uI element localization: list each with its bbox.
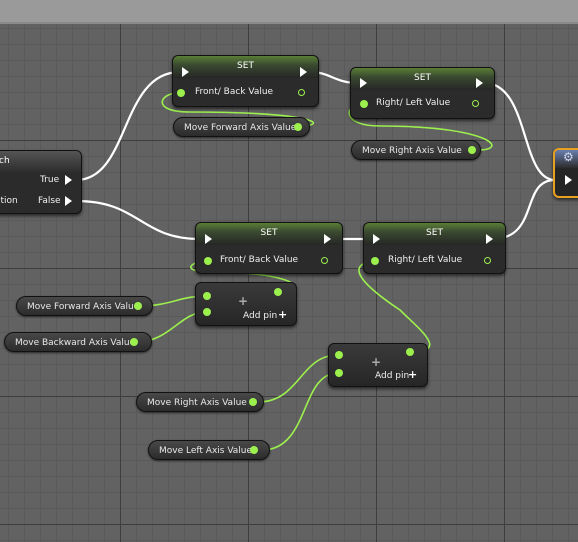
- var-move-left-axis[interactable]: Move Left Axis Value: [148, 440, 270, 460]
- set-node-title: SET: [173, 56, 318, 78]
- selected-output-node[interactable]: ⚙: [553, 148, 578, 198]
- var-move-forward-axis-2[interactable]: Move Forward Axis Value: [16, 296, 153, 316]
- set-node-right-left-1[interactable]: SET: [350, 67, 495, 119]
- set-node-right-left-2[interactable]: SET: [363, 222, 506, 274]
- add1-add-pin-icon[interactable]: +: [278, 308, 288, 321]
- var-move-forward-out-pin[interactable]: [294, 123, 302, 131]
- add1-input-a-pin[interactable]: [203, 292, 211, 300]
- var-move-backward-axis[interactable]: Move Backward Axis Value: [4, 332, 152, 352]
- set1-exec-out-pin[interactable]: [300, 67, 307, 77]
- exec-wire-true-to-set1: [75, 70, 181, 182]
- add2-input-b-pin[interactable]: [335, 369, 343, 377]
- output-exec-in-pin[interactable]: [565, 175, 572, 185]
- var-label: Move Left Axis Value: [159, 446, 253, 456]
- set3-exec-out-pin[interactable]: [324, 234, 331, 244]
- add2-add-pin-icon[interactable]: +: [408, 368, 418, 381]
- set1-exec-in-pin[interactable]: [182, 67, 189, 77]
- add1-plus-icon: +: [238, 294, 249, 308]
- add2-output-pin[interactable]: [406, 348, 414, 356]
- branch-title: ch: [0, 151, 81, 173]
- var-move-forward-axis-1[interactable]: Move Forward Axis Value: [173, 117, 310, 137]
- set3-exec-in-pin[interactable]: [205, 234, 212, 244]
- set2-value-label: Right/ Left Value: [376, 98, 451, 108]
- var-move-right-out-pin[interactable]: [468, 146, 476, 154]
- add1-add-pin-label: Add pin: [243, 311, 278, 321]
- data-wire-move-right-to-set2: [348, 103, 493, 151]
- add2-add-pin-label: Add pin: [375, 371, 410, 381]
- var-move-right-axis-1[interactable]: Move Right Axis Value: [351, 140, 481, 160]
- data-wire-left-to-add2: [261, 372, 339, 451]
- branch-false-label: False: [38, 196, 61, 206]
- branch-false-exec-pin[interactable]: [65, 196, 72, 206]
- set2-exec-out-pin[interactable]: [476, 78, 483, 88]
- set-node-front-back-2[interactable]: SET: [195, 222, 343, 274]
- set4-value-out-pin[interactable]: [484, 257, 491, 264]
- set-node-front-back-1[interactable]: SET: [172, 55, 319, 107]
- data-wire-add2-to-set4: [358, 260, 431, 353]
- add2-input-a-pin[interactable]: [335, 351, 343, 359]
- branch-true-exec-pin[interactable]: [65, 175, 72, 185]
- set1-value-out-pin[interactable]: [298, 89, 305, 96]
- var-move-forward-2-out-pin[interactable]: [134, 302, 142, 310]
- var-label: Move Forward Axis Value: [27, 302, 140, 312]
- set1-value-in-pin[interactable]: [177, 89, 185, 97]
- set2-value-in-pin[interactable]: [360, 100, 368, 108]
- var-move-backward-out-pin[interactable]: [130, 338, 138, 346]
- set-node-title: SET: [364, 223, 505, 245]
- set4-value-label: Right/ Left Value: [388, 255, 463, 265]
- var-label: Move Backward Axis Value: [15, 338, 136, 348]
- var-move-right-2-out-pin[interactable]: [249, 398, 257, 406]
- set3-value-label: Front/ Back Value: [220, 255, 299, 265]
- canvas-top-bar: [0, 0, 578, 24]
- add1-output-pin[interactable]: [274, 288, 282, 296]
- branch-condition-label: ition: [0, 196, 18, 206]
- var-move-right-axis-2[interactable]: Move Right Axis Value: [136, 392, 264, 412]
- set2-exec-in-pin[interactable]: [360, 78, 367, 88]
- gear-icon: ⚙: [563, 150, 574, 164]
- data-wire-move-forward-to-set1: [161, 92, 315, 127]
- add2-plus-icon: +: [371, 355, 382, 369]
- set2-value-out-pin[interactable]: [472, 100, 479, 107]
- set-node-title: SET: [196, 223, 342, 245]
- add1-input-b-pin[interactable]: [203, 308, 211, 316]
- set1-value-label: Front/ Back Value: [195, 87, 274, 97]
- set3-value-out-pin[interactable]: [321, 257, 328, 264]
- set3-value-in-pin[interactable]: [204, 257, 212, 265]
- exec-wire-false-to-set3: [75, 199, 201, 241]
- var-label: Move Forward Axis Value: [184, 123, 297, 133]
- exec-wire-set2-to-out: [483, 81, 556, 182]
- var-label: Move Right Axis Value: [362, 146, 462, 156]
- var-label: Move Right Axis Value: [147, 398, 247, 408]
- set4-exec-out-pin[interactable]: [486, 234, 493, 244]
- set-node-title: SET: [351, 68, 494, 90]
- data-wire-right-to-add2: [257, 354, 339, 403]
- output-node-header: ⚙: [555, 150, 578, 168]
- var-move-left-out-pin[interactable]: [250, 446, 258, 454]
- set4-exec-in-pin[interactable]: [373, 234, 380, 244]
- set4-value-in-pin[interactable]: [371, 257, 379, 265]
- branch-true-label: True: [40, 175, 60, 185]
